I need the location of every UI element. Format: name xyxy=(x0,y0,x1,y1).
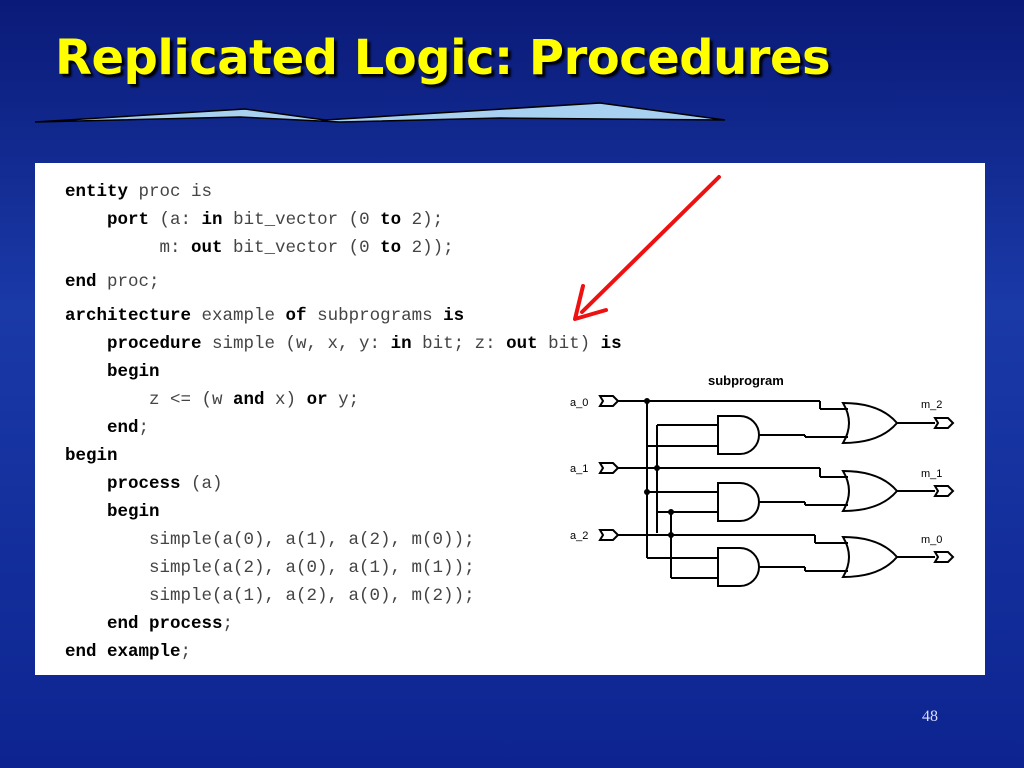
code-keyword: end process xyxy=(107,614,223,634)
code-keyword: begin xyxy=(107,362,160,382)
code-line: begin xyxy=(65,501,160,523)
content-panel: entity proc is port (a: in bit_vector (0… xyxy=(35,163,985,675)
code-line: m: out bit_vector (0 to 2)); xyxy=(65,237,454,259)
code-text: ; xyxy=(180,642,192,662)
code-text: 2)); xyxy=(401,238,454,258)
code-line: architecture example of subprograms is xyxy=(65,305,464,327)
code-text: ; xyxy=(222,614,234,634)
title-underline-ribbon xyxy=(34,102,726,123)
code-text: m: xyxy=(65,238,192,258)
code-keyword: to xyxy=(380,238,402,258)
code-keyword: is xyxy=(443,306,465,326)
code-text: simple(a(0), a(1), a(2), m(0)); xyxy=(65,530,475,550)
code-keyword: architecture xyxy=(65,306,192,326)
code-keyword: begin xyxy=(107,502,160,522)
code-text: y; xyxy=(327,390,360,410)
code-keyword: end xyxy=(107,418,139,438)
code-text: (a) xyxy=(180,474,223,494)
junction-dot xyxy=(644,489,650,495)
code-keyword: procedure xyxy=(107,334,202,354)
slide-title: Replicated Logic: Procedures xyxy=(55,30,831,86)
code-keyword: in xyxy=(201,210,223,230)
code-text: bit_vector (0 xyxy=(222,210,381,230)
code-keyword: out xyxy=(506,334,538,354)
code-text: (a: xyxy=(149,210,202,230)
code-text: x) xyxy=(264,390,307,410)
page-number: 48 xyxy=(922,708,938,725)
junction-dot xyxy=(654,465,660,471)
code-line: begin xyxy=(65,445,118,467)
code-line: port (a: in bit_vector (0 to 2); xyxy=(65,209,443,231)
code-line: end proc; xyxy=(65,271,160,293)
code-keyword: in xyxy=(390,334,412,354)
code-text: bit; z: xyxy=(411,334,507,354)
code-keyword: end example xyxy=(65,642,181,662)
code-keyword: end xyxy=(65,272,97,292)
circuit-diagram: subprogram a_0 a_1 a_2 m_2 m_1 m_0 xyxy=(570,373,955,587)
output-port-m2 xyxy=(933,417,955,429)
code-line: end example; xyxy=(65,641,191,663)
output-port-m0 xyxy=(933,551,955,563)
and-gate-1 xyxy=(717,415,760,455)
code-text: proc; xyxy=(96,272,160,292)
or-gate-1 xyxy=(841,401,899,445)
code-line: simple(a(1), a(2), a(0), m(2)); xyxy=(65,585,475,607)
code-keyword: out xyxy=(191,238,223,258)
code-line: simple(a(0), a(1), a(2), m(0)); xyxy=(65,529,475,551)
code-keyword: or xyxy=(306,390,328,410)
output-port-m1 xyxy=(933,485,955,497)
code-line: process (a) xyxy=(65,473,223,495)
code-keyword: entity xyxy=(65,182,129,202)
code-keyword: port xyxy=(107,210,150,230)
code-text: bit_vector (0 xyxy=(222,238,381,258)
input-port-a2 xyxy=(598,529,620,541)
output-label-m2: m_2 xyxy=(921,399,942,411)
code-text: 2); xyxy=(401,210,444,230)
circuit-title: subprogram xyxy=(708,373,784,388)
and-gate-3 xyxy=(717,547,760,587)
code-keyword: and xyxy=(233,390,265,410)
code-keyword: to xyxy=(380,210,402,230)
junction-dot xyxy=(668,532,674,538)
junction-dot xyxy=(668,509,674,515)
code-keyword: is xyxy=(600,334,622,354)
code-text: z <= (w xyxy=(65,390,234,410)
junction-dot xyxy=(644,398,650,404)
code-text: simple(a(2), a(0), a(1), m(1)); xyxy=(65,558,475,578)
or-gate-3 xyxy=(841,535,899,579)
or-gate-2 xyxy=(841,469,899,513)
code-text: example xyxy=(191,306,286,326)
code-keyword: of xyxy=(285,306,307,326)
code-text: subprograms xyxy=(306,306,444,326)
and-gate-2 xyxy=(717,482,760,522)
input-port-a0 xyxy=(598,395,620,407)
code-line: simple(a(2), a(0), a(1), m(1)); xyxy=(65,557,475,579)
code-keyword: process xyxy=(107,474,181,494)
code-line: z <= (w and x) or y; xyxy=(65,389,359,411)
code-line: entity proc is xyxy=(65,181,212,203)
output-label-m0: m_0 xyxy=(921,534,942,546)
code-line: begin xyxy=(65,361,160,383)
code-text: simple(a(1), a(2), a(0), m(2)); xyxy=(65,586,475,606)
code-text: simple (w, x, y: xyxy=(201,334,391,354)
input-port-a1 xyxy=(598,462,620,474)
input-label-a1: a_1 xyxy=(570,463,588,475)
code-keyword: begin xyxy=(65,446,118,466)
code-line: end process; xyxy=(65,613,233,635)
code-line: end; xyxy=(65,417,149,439)
code-text: ; xyxy=(138,418,150,438)
output-label-m1: m_1 xyxy=(921,468,942,480)
input-label-a0: a_0 xyxy=(570,397,588,409)
code-text: proc is xyxy=(128,182,213,202)
code-text: bit) xyxy=(537,334,601,354)
code-line: procedure simple (w, x, y: in bit; z: ou… xyxy=(65,333,622,355)
input-label-a2: a_2 xyxy=(570,530,588,542)
